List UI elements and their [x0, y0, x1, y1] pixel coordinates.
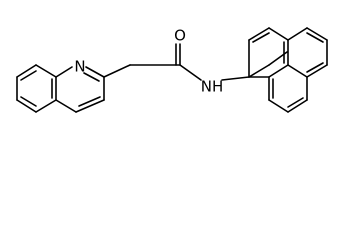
bond	[306, 27, 328, 41]
bond	[268, 99, 289, 113]
carbonyl-oxygen-label: O	[174, 27, 186, 45]
bond	[248, 27, 270, 41]
bond	[16, 99, 37, 113]
bond	[248, 64, 270, 78]
bond	[35, 99, 57, 113]
bond	[287, 99, 308, 113]
bond	[179, 64, 202, 81]
bond	[78, 96, 101, 107]
bond	[306, 64, 328, 78]
bond	[268, 64, 289, 78]
quinoline-benzo-ring	[16, 64, 57, 113]
amide-nh-label: NH	[201, 78, 224, 96]
bond	[306, 32, 324, 43]
bond	[55, 99, 77, 113]
bond	[221, 76, 250, 81]
bond	[287, 27, 308, 41]
bond	[16, 64, 37, 78]
bond	[55, 66, 73, 78]
bond	[83, 72, 100, 82]
bond	[306, 62, 324, 73]
bond	[268, 27, 289, 41]
ring-nitrogen-label: N	[74, 58, 85, 76]
bond	[287, 97, 304, 108]
bond	[35, 64, 57, 78]
quinoline-pyridine-ring	[55, 66, 105, 113]
bond	[252, 32, 270, 43]
bond	[85, 66, 105, 78]
amide-linker	[103, 43, 250, 81]
naphthalene-upper-ring	[248, 27, 289, 78]
naphthalene-lower-ring	[268, 76, 308, 113]
bond	[20, 70, 37, 81]
bond	[75, 99, 105, 113]
chemical-structure-diagram: N O NH	[16, 27, 328, 113]
naphthalene-right-ring	[287, 27, 328, 78]
bond	[287, 64, 308, 78]
bond	[20, 96, 37, 107]
bond	[103, 64, 131, 78]
